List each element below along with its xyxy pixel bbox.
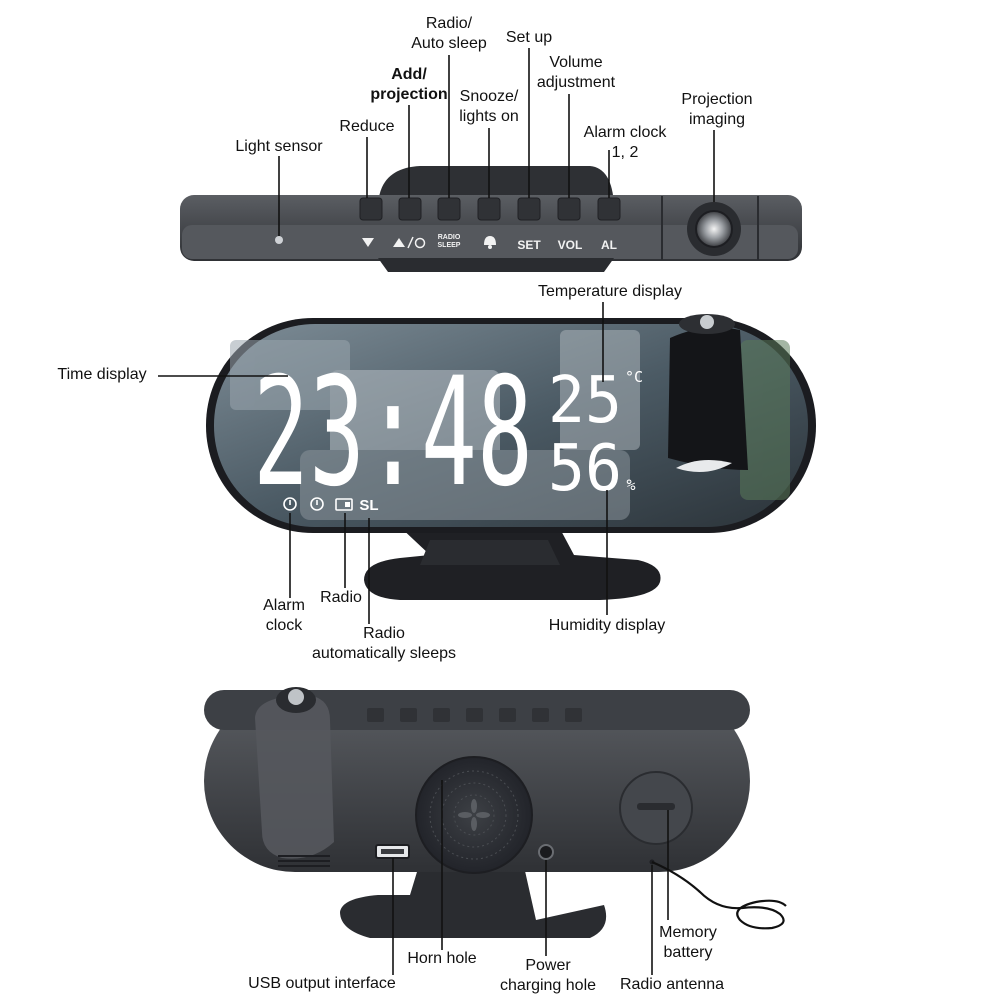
projection-lens xyxy=(695,210,733,248)
memory-battery-label: Memory battery xyxy=(659,924,717,961)
humidity-unit: % xyxy=(626,476,635,494)
vol-key[interactable] xyxy=(557,197,581,221)
add-key[interactable] xyxy=(398,197,422,221)
sleep-indicator: SL xyxy=(359,497,378,514)
radio-icon xyxy=(335,498,353,511)
usb-output-label: USB output interface xyxy=(248,975,396,992)
al-key[interactable] xyxy=(597,197,621,221)
time-display-label: Time display xyxy=(57,366,147,383)
set-key[interactable] xyxy=(517,197,541,221)
radio-auto-sleeps-label: Radio automatically sleeps xyxy=(311,625,457,662)
front-view-device: 23:48 25 °C 56 % SL xyxy=(206,314,816,600)
alarm-clock-1-2-label: Alarm clock 1, 2 xyxy=(583,124,667,161)
temperature-display-label: Temperature display xyxy=(537,283,683,300)
light-sensor-dot xyxy=(275,236,283,244)
projection-imaging-label: Projection imaging xyxy=(681,91,753,128)
radio-sleep-key-caption: RADIO SLEEP xyxy=(437,234,461,249)
flower-icon xyxy=(458,799,490,831)
temperature-readout: 25 xyxy=(548,364,622,438)
alarm-clock-label: Alarm clock xyxy=(263,597,305,634)
al-key-caption: AL xyxy=(601,238,617,252)
light-sensor-label: Light sensor xyxy=(235,138,323,155)
power-charging-hole-label: Power charging hole xyxy=(499,957,597,994)
reduce-label: Reduce xyxy=(339,118,395,135)
top-view-device xyxy=(180,166,802,272)
volume-adjustment-label: Volume adjustment xyxy=(536,54,616,91)
snooze-bell-icon xyxy=(484,236,496,249)
snooze-key[interactable] xyxy=(477,197,501,221)
set-key-caption: SET xyxy=(517,238,541,252)
speaker-grille xyxy=(415,756,533,874)
time-readout: 23:48 xyxy=(253,346,533,520)
alarm-1-icon xyxy=(283,497,297,511)
back-view-device xyxy=(204,687,787,938)
down-triangle-icon xyxy=(362,238,374,247)
reduce-key[interactable] xyxy=(359,197,383,221)
humidity-readout: 56 xyxy=(548,432,622,506)
antenna-wire xyxy=(651,860,787,930)
snooze-lights-on-label: Snooze/ lights on xyxy=(459,88,519,125)
back-vent-grille xyxy=(278,855,330,867)
radio-label: Radio xyxy=(320,589,362,606)
radio-key[interactable] xyxy=(437,197,461,221)
leader-lines xyxy=(158,48,715,975)
temperature-unit: °C xyxy=(625,368,643,386)
humidity-display-label: Humidity display xyxy=(548,617,666,634)
horn-hole-label: Horn hole xyxy=(407,950,477,967)
radio-auto-sleep-label: Radio/ Auto sleep xyxy=(411,15,487,52)
radio-antenna-label: Radio antenna xyxy=(619,976,725,993)
alarm-projection-icon xyxy=(407,236,426,249)
set-up-label: Set up xyxy=(505,29,553,46)
power-jack[interactable] xyxy=(538,844,554,860)
add-projection-label: Add/ projection xyxy=(370,66,448,103)
vol-key-caption: VOL xyxy=(557,238,583,252)
up-triangle-icon xyxy=(393,238,405,247)
alarm-2-icon xyxy=(310,497,324,511)
